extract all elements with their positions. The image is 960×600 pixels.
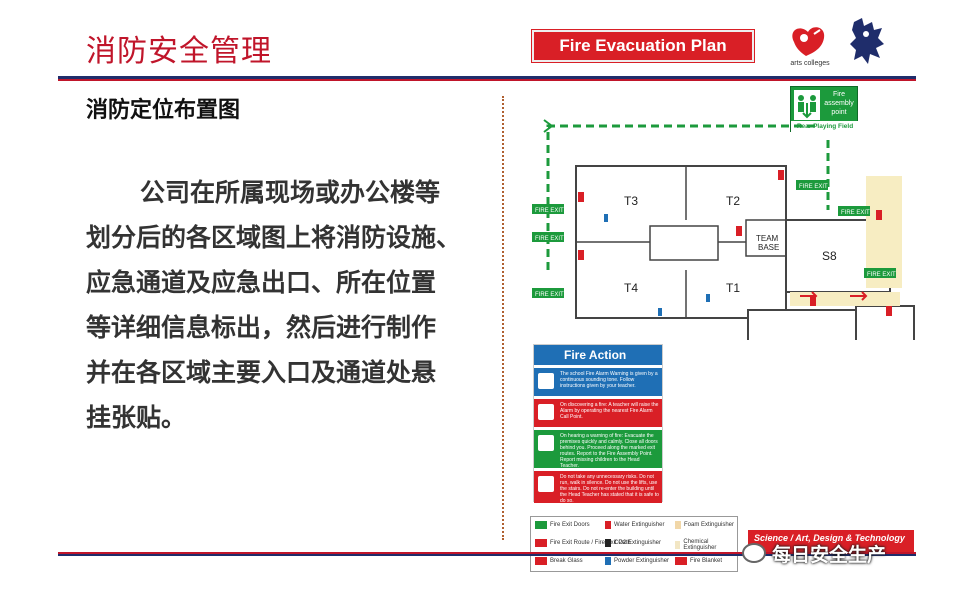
body-line-5: 并在各区域主要入口及通道处悬 <box>86 358 437 387</box>
arts-logo-icon <box>792 27 825 56</box>
plan-legend: Fire Exit Doors Water Extinguisher Foam … <box>530 516 738 572</box>
watermark-text: 每日安全生产 <box>772 543 887 566</box>
title-divider-red <box>58 79 916 81</box>
assembly-sub-label: Rear Playing Field <box>791 121 859 133</box>
powder-extinguisher-icon <box>604 214 608 222</box>
svg-text:FIRE EXIT: FIRE EXIT <box>867 272 896 278</box>
fire-assembly-point-sign: Fire assembly point Rear Playing Field <box>790 86 859 133</box>
extinguisher-icon <box>886 306 892 316</box>
evacuation-plan-banner: Fire Evacuation Plan <box>531 29 755 63</box>
legend-item: Water Extinguisher <box>605 521 664 529</box>
dotted-divider <box>502 96 504 540</box>
legend-item: Break Glass <box>535 557 583 565</box>
prohibition-icon <box>538 476 554 492</box>
body-line-4: 等详细信息标出，然后进行制作 <box>86 313 437 342</box>
powder-extinguisher-icon <box>706 294 710 302</box>
legend-item: Fire Exit Doors <box>535 521 590 529</box>
science-department-banner: Science / Art, Design & Technology <box>748 530 914 552</box>
assembly-people-icon <box>794 90 820 120</box>
fire-action-heading: Fire Action <box>534 345 662 365</box>
fire-exit-sign: FIRE EXIT <box>532 204 564 214</box>
svg-text:FIRE EXIT: FIRE EXIT <box>535 292 564 298</box>
svg-text:FIRE EXIT: FIRE EXIT <box>799 184 828 190</box>
fire-exit-sign: FIRE EXIT <box>532 288 564 298</box>
exit-person-icon <box>538 435 554 451</box>
legend-item: Powder Extinguisher <box>605 557 669 565</box>
room-s6-outline <box>855 305 915 340</box>
fire-action-row: On discovering a fire: A teacher will ra… <box>534 399 662 427</box>
body-line-6: 挂张贴。 <box>86 403 187 432</box>
title-divider-blue <box>58 76 916 79</box>
logo-caption: arts colleges <box>790 60 830 67</box>
room-s7-outline <box>747 309 857 340</box>
exit-route-arrow-icon <box>850 291 868 301</box>
legend-item: Fire Blanket <box>675 557 722 565</box>
footer-divider-blue <box>58 554 916 556</box>
evacuation-route-path <box>546 124 820 270</box>
legend-item: CO2 Extinguisher <box>605 539 661 547</box>
extinguisher-icon <box>810 296 816 306</box>
wechat-watermark: 每日安全生产 <box>742 538 886 568</box>
wechat-icon <box>742 543 766 563</box>
powder-extinguisher-icon <box>658 308 662 316</box>
fire-exit-sign: FIRE EXIT <box>838 206 870 216</box>
svg-text:FIRE EXIT: FIRE EXIT <box>535 208 564 214</box>
body-line-2: 划分后的各区域图上将消防设施、 <box>86 223 462 252</box>
fire-exit-sign: FIRE EXIT <box>532 232 564 242</box>
svg-text:FIRE EXIT: FIRE EXIT <box>535 236 564 242</box>
extinguisher-icon <box>578 192 584 202</box>
extinguisher-icon <box>876 210 882 220</box>
floor-plan: T3 T2 T4 T1 S8 S7 S6 TEAM BASE FIRE EXIT… <box>532 119 915 340</box>
body-line-3: 应急通道及应急出口、所在位置 <box>86 268 437 297</box>
team-base-label-2: BASE <box>758 243 779 252</box>
arts-colleges-logo: arts colleges <box>786 20 834 72</box>
fire-exit-sign: FIRE EXIT <box>796 180 828 190</box>
body-line-1: 公司在所属现场或办公楼等 <box>140 178 441 207</box>
fire-action-row: The school Fire Alarm Warning is given b… <box>534 368 662 396</box>
room-label-t2: T2 <box>726 194 740 208</box>
legend-item: Foam Extinguisher <box>675 521 734 529</box>
legend-item: Fire Exit Route / Fire Exit Path <box>535 539 631 547</box>
legend-item: Chemical Extinguisher <box>675 539 737 551</box>
extinguisher-icon <box>578 250 584 260</box>
room-label-t4: T4 <box>624 281 638 295</box>
room-label-t3: T3 <box>624 194 638 208</box>
room-label-t1: T1 <box>726 281 740 295</box>
team-base-label-1: TEAM <box>756 234 779 243</box>
page-title: 消防安全管理 <box>86 34 272 69</box>
footer-divider-red <box>58 552 916 554</box>
room-label-s8: S8 <box>822 249 837 263</box>
fire-exit-sign: FIRE EXIT <box>864 268 896 278</box>
extinguisher-icon <box>778 170 784 180</box>
fire-action-row: Do not take any unnecessary risks. Do no… <box>534 471 662 504</box>
extinguisher-icon <box>736 226 742 236</box>
section-subtitle: 消防定位布置图 <box>86 98 241 123</box>
alarm-icon <box>538 404 554 420</box>
assembly-label: Fire assembly point <box>824 91 854 116</box>
school-crest-logo <box>848 16 888 68</box>
info-icon <box>538 373 554 389</box>
lion-crest-icon <box>850 18 884 64</box>
fire-action-row: On hearing a warning of fire: Evacuate t… <box>534 430 662 469</box>
svg-text:FIRE EXIT: FIRE EXIT <box>841 210 870 216</box>
exit-route-arrow-icon <box>800 291 818 301</box>
fire-action-notice: Fire Action The school Fire Alarm Warnin… <box>533 344 663 504</box>
body-paragraph: 公司在所属现场或办公楼等 划分后的各区域图上将消防设施、 应急通道及应急出口、所… <box>86 170 496 440</box>
